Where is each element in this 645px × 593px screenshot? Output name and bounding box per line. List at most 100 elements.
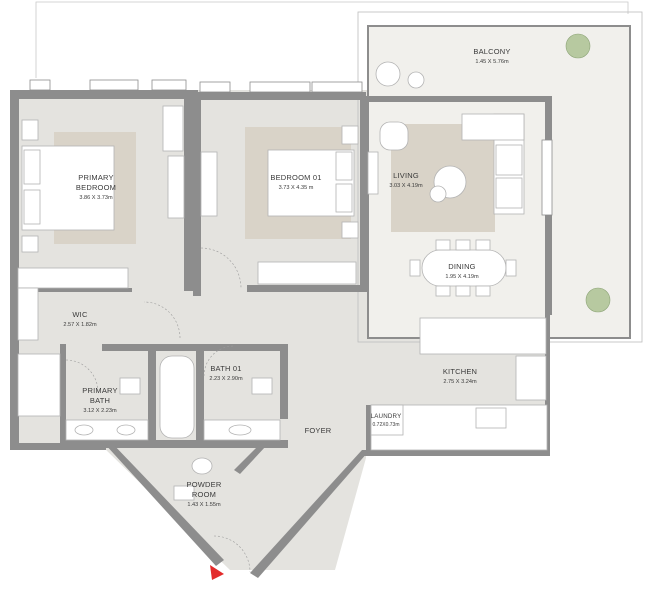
wall-primary-bed-right bbox=[184, 96, 193, 291]
chair-6 bbox=[475, 285, 491, 297]
side-table bbox=[429, 185, 447, 203]
powder-room-dims: 1.43 X 1.55m bbox=[187, 502, 221, 508]
nightstand-3 bbox=[341, 125, 359, 145]
desk-primary bbox=[162, 105, 184, 152]
wall-bath01-right bbox=[280, 344, 288, 419]
primary-bath-shower bbox=[17, 353, 61, 417]
pillow-primary-1 bbox=[23, 149, 41, 185]
kitchen-island bbox=[419, 317, 547, 355]
wall-bottom-left bbox=[10, 443, 106, 450]
primary-bath-basin-1 bbox=[74, 424, 94, 436]
wall-bed01-bottom bbox=[247, 285, 367, 292]
primary-bath-label-2: BATH bbox=[90, 396, 110, 405]
wall-powder-top bbox=[150, 440, 258, 447]
wall-powder-right bbox=[234, 446, 266, 474]
chair-5 bbox=[455, 285, 471, 297]
chair-1 bbox=[435, 239, 451, 251]
wall-bed01-left bbox=[193, 96, 201, 296]
nightstand-4 bbox=[341, 221, 359, 239]
primary-bath-dims: 3.12 X 2.23m bbox=[83, 408, 117, 414]
chair-8 bbox=[505, 259, 517, 277]
room-labels: BALCONY 1.45 X 5.76m PRIMARY BEDROOM 3.8… bbox=[63, 47, 510, 508]
door-swing-primary-bath bbox=[65, 359, 99, 393]
sofa-cushion-2 bbox=[495, 177, 523, 209]
wall-top-mid bbox=[196, 92, 366, 100]
balcony-dims: 1.45 X 5.76m bbox=[475, 59, 509, 65]
primary-bath-basin-2 bbox=[116, 424, 136, 436]
nightstand-1 bbox=[21, 119, 39, 141]
wall-bottom-right bbox=[362, 450, 550, 456]
window-5 bbox=[249, 81, 311, 93]
pillow-primary-2 bbox=[23, 189, 41, 225]
wall-wic-top bbox=[14, 288, 132, 292]
living-dims: 3.03 X 4.19m bbox=[389, 183, 423, 189]
wall-right-lower bbox=[545, 315, 550, 455]
laundry-label: LAUNDRY bbox=[371, 413, 402, 420]
windows bbox=[29, 79, 553, 216]
balcony-chair-2 bbox=[407, 71, 425, 89]
tv-unit-bed01 bbox=[257, 261, 357, 285]
fridge bbox=[515, 355, 547, 401]
door-swings bbox=[65, 247, 251, 573]
wall-bath-top bbox=[102, 344, 287, 351]
wall-left bbox=[10, 90, 19, 450]
powder-basin bbox=[191, 457, 213, 475]
window-2 bbox=[89, 79, 139, 91]
pillow-01-1 bbox=[335, 151, 353, 181]
chair-2 bbox=[455, 239, 471, 251]
sofa-arm-top bbox=[461, 113, 525, 141]
bath-01-label: BATH 01 bbox=[210, 364, 241, 373]
bedroom-01-label: BEDROOM 01 bbox=[270, 173, 321, 182]
wardrobe-01 bbox=[200, 151, 218, 217]
wall-top-right bbox=[360, 96, 552, 102]
kitchen-dims: 2.75 X 3.24m bbox=[443, 379, 477, 385]
bath-01-dims: 2.23 X 2.90m bbox=[209, 376, 243, 382]
primary-bedroom-dims: 3.86 X 3.73m bbox=[79, 195, 113, 201]
wic-label: WIC bbox=[72, 310, 88, 319]
door-swing-bath bbox=[203, 345, 235, 377]
window-1 bbox=[29, 79, 51, 91]
primary-bedroom-label-1: PRIMARY bbox=[78, 173, 113, 182]
dining-label: DINING bbox=[448, 262, 475, 271]
living-label: LIVING bbox=[393, 171, 419, 180]
furniture bbox=[17, 61, 548, 501]
chair-4 bbox=[435, 285, 451, 297]
powder-room-label-2: ROOM bbox=[192, 490, 216, 499]
primary-bath-label-1: PRIMARY bbox=[82, 386, 117, 395]
wall-bath-divider bbox=[148, 351, 156, 446]
laundry-unit bbox=[370, 404, 404, 436]
balcony-chair-1 bbox=[375, 61, 401, 87]
plant-2-icon bbox=[585, 287, 611, 313]
wall-foyer-left bbox=[104, 443, 224, 566]
primary-bedroom-label-2: BEDROOM bbox=[76, 183, 116, 192]
chair-3 bbox=[475, 239, 491, 251]
bathtub bbox=[159, 355, 195, 439]
foyer-label: FOYER bbox=[305, 426, 332, 435]
powder-room-label-1: POWDER bbox=[187, 480, 222, 489]
site-outline bbox=[35, 1, 629, 78]
window-4 bbox=[199, 81, 231, 93]
sofa-cushion-1 bbox=[495, 144, 523, 176]
wic-shelf-left bbox=[17, 287, 39, 341]
window-6 bbox=[311, 81, 363, 93]
powder-wc bbox=[173, 485, 195, 501]
door-swing-wic bbox=[143, 301, 181, 339]
pillow-01-2 bbox=[335, 183, 353, 213]
chair-7 bbox=[409, 259, 421, 277]
bath01-wc bbox=[251, 377, 273, 395]
bath01-basin bbox=[228, 424, 252, 436]
plants bbox=[565, 33, 611, 313]
wall-laundry-left bbox=[366, 405, 371, 455]
walls bbox=[10, 90, 552, 578]
window-3 bbox=[151, 79, 187, 91]
kitchen-label: KITCHEN bbox=[443, 367, 477, 376]
wic-shelf-top bbox=[17, 267, 129, 289]
nightstand-2 bbox=[21, 235, 39, 253]
plant-1-icon bbox=[565, 33, 591, 59]
desk-bed01 bbox=[367, 151, 379, 195]
door-swing-entry bbox=[213, 535, 251, 573]
bedroom-01-dims: 3.73 X 4.35 m bbox=[279, 185, 314, 191]
wall-bed01-right bbox=[360, 96, 368, 291]
wall-foyer-right bbox=[250, 450, 368, 578]
